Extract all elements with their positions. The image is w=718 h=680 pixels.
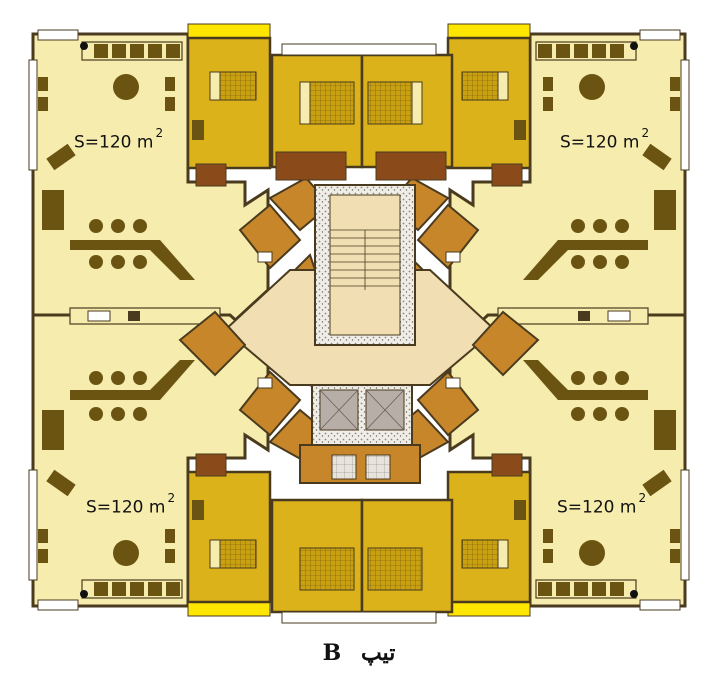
area-exponent: 2: [638, 491, 647, 505]
elevator-core: [299, 384, 421, 484]
area-exponent: 2: [641, 126, 650, 140]
plan-caption: B تیپ: [0, 640, 718, 666]
area-value: S=120 m: [557, 497, 637, 518]
area-exponent: 2: [167, 491, 176, 505]
bedroom-north-pair: [270, 43, 454, 181]
caption-letter: B: [322, 640, 342, 666]
caption-word: تیپ: [360, 640, 396, 666]
bedroom-south-pair: [270, 498, 454, 624]
area-value: S=120 m: [74, 132, 154, 153]
area-value: S=120 m: [560, 132, 640, 153]
stair-core: [314, 184, 416, 346]
area-value: S=120 m: [86, 497, 166, 518]
area-exponent: 2: [155, 126, 164, 140]
